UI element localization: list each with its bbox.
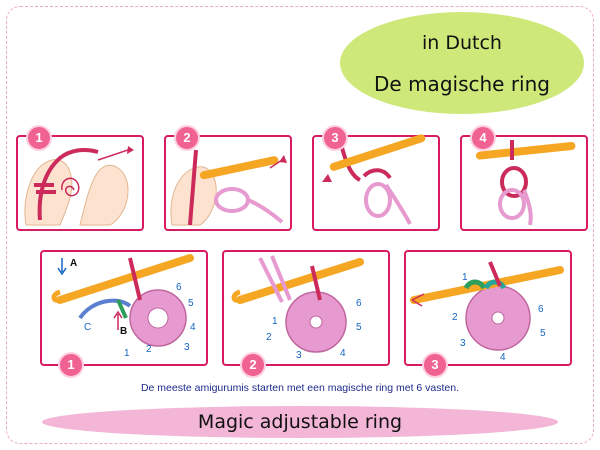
- round3-illustration: 1 2 3 4 5 6: [410, 261, 564, 363]
- language-label: in Dutch: [422, 32, 502, 54]
- round2-stitch-5: 5: [356, 322, 362, 333]
- caption: De meeste amigurumis starten met een mag…: [140, 382, 460, 394]
- round1-stitch-2: 2: [146, 344, 152, 355]
- round1-stitch-6: 6: [176, 282, 182, 293]
- step2-illustration: [170, 149, 287, 226]
- step-number-1: 1: [26, 125, 52, 151]
- round2-stitch-2: 2: [266, 332, 272, 343]
- label-c: C: [84, 322, 91, 333]
- dutch-title: De magische ring: [374, 72, 550, 96]
- footer-banner: Magic adjustable ring: [42, 406, 558, 438]
- round2-stitch-6: 6: [356, 298, 362, 309]
- round1-stitch-4: 4: [190, 322, 196, 333]
- round3-stitch-2: 2: [452, 312, 458, 323]
- round1-stitch-5: 5: [188, 298, 194, 309]
- round3-stitch-4: 4: [500, 352, 506, 363]
- step1-illustration: [24, 146, 134, 226]
- round2-stitch-1: 1: [272, 316, 278, 327]
- language-badge: in Dutch De magische ring: [340, 12, 584, 114]
- step4-illustration: [475, 140, 576, 226]
- round3-stitch-6: 6: [538, 304, 544, 315]
- step-number-3: 3: [322, 125, 348, 151]
- round2-illustration: 2 1 3 4 5 6: [231, 255, 364, 361]
- round3-stitch-3: 3: [460, 338, 466, 349]
- round-panel-1: [40, 250, 208, 366]
- round1-illustration: A B C 1 2 3 4 5 6: [51, 254, 196, 359]
- label-b: B: [120, 326, 127, 337]
- round1-stitch-1: 1: [124, 348, 130, 359]
- step-number-2: 2: [174, 125, 200, 151]
- label-a: A: [70, 258, 77, 269]
- step3-illustration: [322, 134, 426, 225]
- round1-stitch-3: 3: [184, 342, 190, 353]
- footer-title: Magic adjustable ring: [197, 411, 403, 433]
- step-number-4: 4: [470, 125, 496, 151]
- round-number-3: 3: [422, 352, 448, 378]
- round3-stitch-5: 5: [540, 328, 546, 339]
- round-number-1: 1: [58, 352, 84, 378]
- round2-stitch-4: 4: [340, 348, 346, 359]
- round2-stitch-3: 3: [296, 350, 302, 361]
- round3-stitch-1: 1: [462, 272, 468, 283]
- round-number-2: 2: [240, 352, 266, 378]
